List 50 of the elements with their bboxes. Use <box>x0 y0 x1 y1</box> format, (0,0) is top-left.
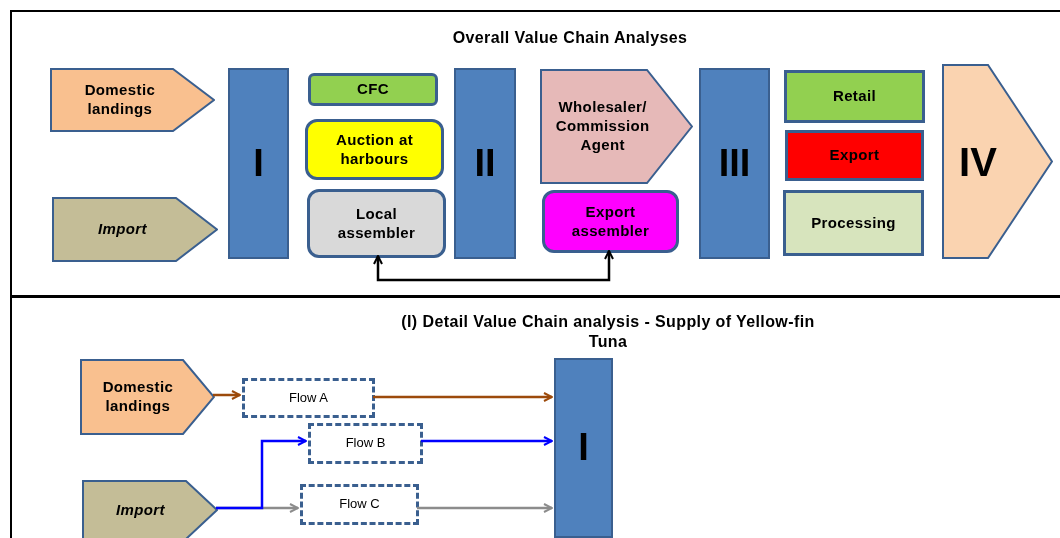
stage-bar <box>228 68 289 259</box>
chevron-arrow <box>942 64 1053 259</box>
panel-title: (I) Detail Value Chain analysis - Supply of Yellow-fin Tuna <box>400 312 816 352</box>
stage-bar <box>554 358 613 538</box>
node-label: Auction at harbours <box>334 130 415 169</box>
node-label: Flow B <box>344 435 387 452</box>
flow-box <box>300 484 419 525</box>
node-label: Flow A <box>288 389 329 407</box>
node-label: II <box>473 140 497 186</box>
node-label: Flow C <box>338 496 381 513</box>
node-label: Domestic landings <box>83 81 157 119</box>
panel-title: Overall Value Chain Analyses <box>451 28 689 48</box>
node-label: CFC <box>356 80 390 99</box>
node-label: I <box>577 425 590 471</box>
process-box <box>308 73 438 106</box>
node-label: Import <box>114 500 166 520</box>
pentagon-arrow <box>50 68 215 132</box>
arrow <box>373 250 614 282</box>
process-pentagon <box>540 69 693 184</box>
pentagon-arrow <box>52 197 218 262</box>
process-box <box>307 189 446 258</box>
arrow <box>216 436 307 510</box>
node-label: I <box>252 140 265 186</box>
process-box <box>783 190 924 256</box>
node-label: IV <box>958 138 998 186</box>
flow-box <box>242 378 375 418</box>
process-box <box>305 119 444 180</box>
arrow <box>373 392 553 402</box>
node-label: Retail <box>831 87 878 106</box>
node-label: III <box>717 140 752 186</box>
process-box <box>542 190 679 253</box>
node-label: Domestic landings <box>101 378 175 416</box>
arrow <box>213 390 241 400</box>
arrow <box>417 503 553 513</box>
pentagon-arrow <box>80 359 215 435</box>
pentagon-arrow <box>82 480 218 538</box>
process-box <box>784 70 925 123</box>
stage-bar <box>454 68 516 259</box>
node-label: Import <box>96 220 148 239</box>
node-label: Export <box>828 146 881 165</box>
stage-bar <box>699 68 770 259</box>
node-label: Processing <box>810 213 897 233</box>
panel-frame <box>10 10 1060 297</box>
node-label: Wholesaler/ Commission Agent <box>554 98 651 155</box>
process-box <box>785 130 924 181</box>
node-label: Export assembler <box>570 202 651 241</box>
arrow <box>421 436 553 446</box>
flow-box <box>308 423 423 464</box>
panel-frame <box>10 296 1060 538</box>
node-label: Local assembler <box>336 204 417 243</box>
